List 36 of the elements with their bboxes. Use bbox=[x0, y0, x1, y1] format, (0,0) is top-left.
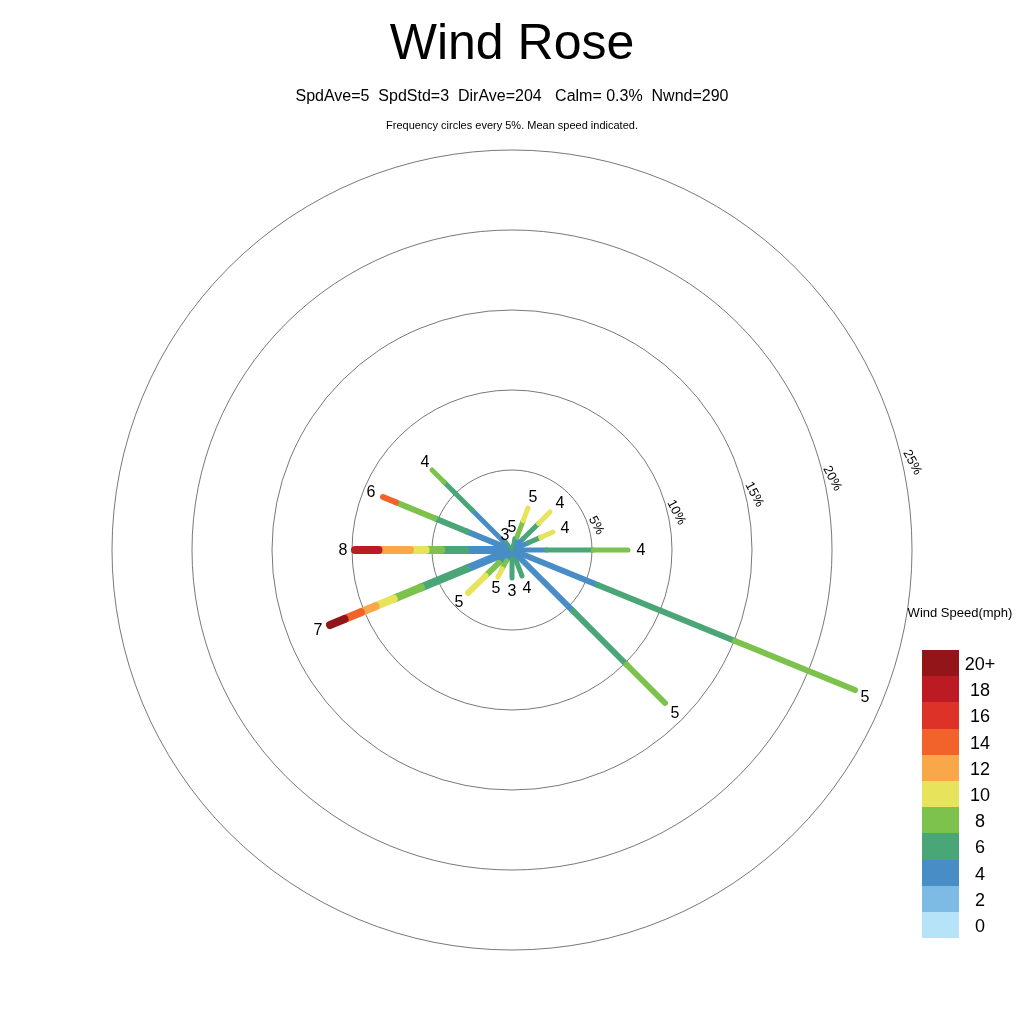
mean-speed-label: 4 bbox=[522, 580, 532, 596]
legend-label: 10 bbox=[970, 786, 990, 804]
mean-speed-label: 5 bbox=[507, 519, 517, 535]
mean-speed-label: 7 bbox=[313, 622, 323, 638]
chart-title: Wind Rose bbox=[389, 17, 635, 67]
legend-label: 6 bbox=[975, 838, 985, 857]
mean-speed-label: 5 bbox=[670, 705, 680, 721]
mean-speed-label: 4 bbox=[636, 542, 646, 558]
mean-speed-label: 4 bbox=[555, 495, 565, 511]
mean-speed-label: 5 bbox=[491, 580, 501, 596]
mean-speed-label: 4 bbox=[420, 454, 430, 470]
ring-label: 15% bbox=[743, 479, 767, 509]
legend-title: Wind Speed(mph) bbox=[907, 605, 1013, 619]
legend-label: 0 bbox=[975, 917, 985, 935]
ring-label: 5% bbox=[586, 513, 608, 537]
mean-speed-label: 3 bbox=[507, 583, 517, 599]
legend-label: 4 bbox=[975, 864, 985, 883]
ring-label: 10% bbox=[665, 497, 689, 527]
legend-label: 18 bbox=[970, 681, 990, 700]
legend-label: 12 bbox=[970, 759, 990, 778]
legend-label: 20+ bbox=[964, 655, 996, 673]
mean-speed-label: 5 bbox=[528, 489, 538, 505]
mean-speed-label: 8 bbox=[338, 542, 348, 558]
mean-speed-label: 3 bbox=[500, 527, 510, 543]
mean-speed-label: 5 bbox=[454, 594, 464, 610]
legend-label: 14 bbox=[970, 733, 990, 752]
mean-speed-label: 4 bbox=[560, 520, 570, 536]
legend-label: 2 bbox=[975, 890, 985, 909]
chart-note: Frequency circles every 5%. Mean speed indicated. bbox=[386, 119, 638, 131]
mean-speed-label: 6 bbox=[366, 484, 376, 500]
ring-label: 25% bbox=[901, 447, 925, 477]
legend-label: 16 bbox=[970, 707, 990, 726]
ring-label: 20% bbox=[821, 463, 845, 493]
mean-speed-label: 5 bbox=[860, 689, 870, 705]
chart-subtitle: SpdAve=5 SpdStd=3 DirAve=204 Calm= 0.3% Nwnd=290 bbox=[295, 88, 729, 104]
legend-label: 8 bbox=[975, 812, 985, 831]
